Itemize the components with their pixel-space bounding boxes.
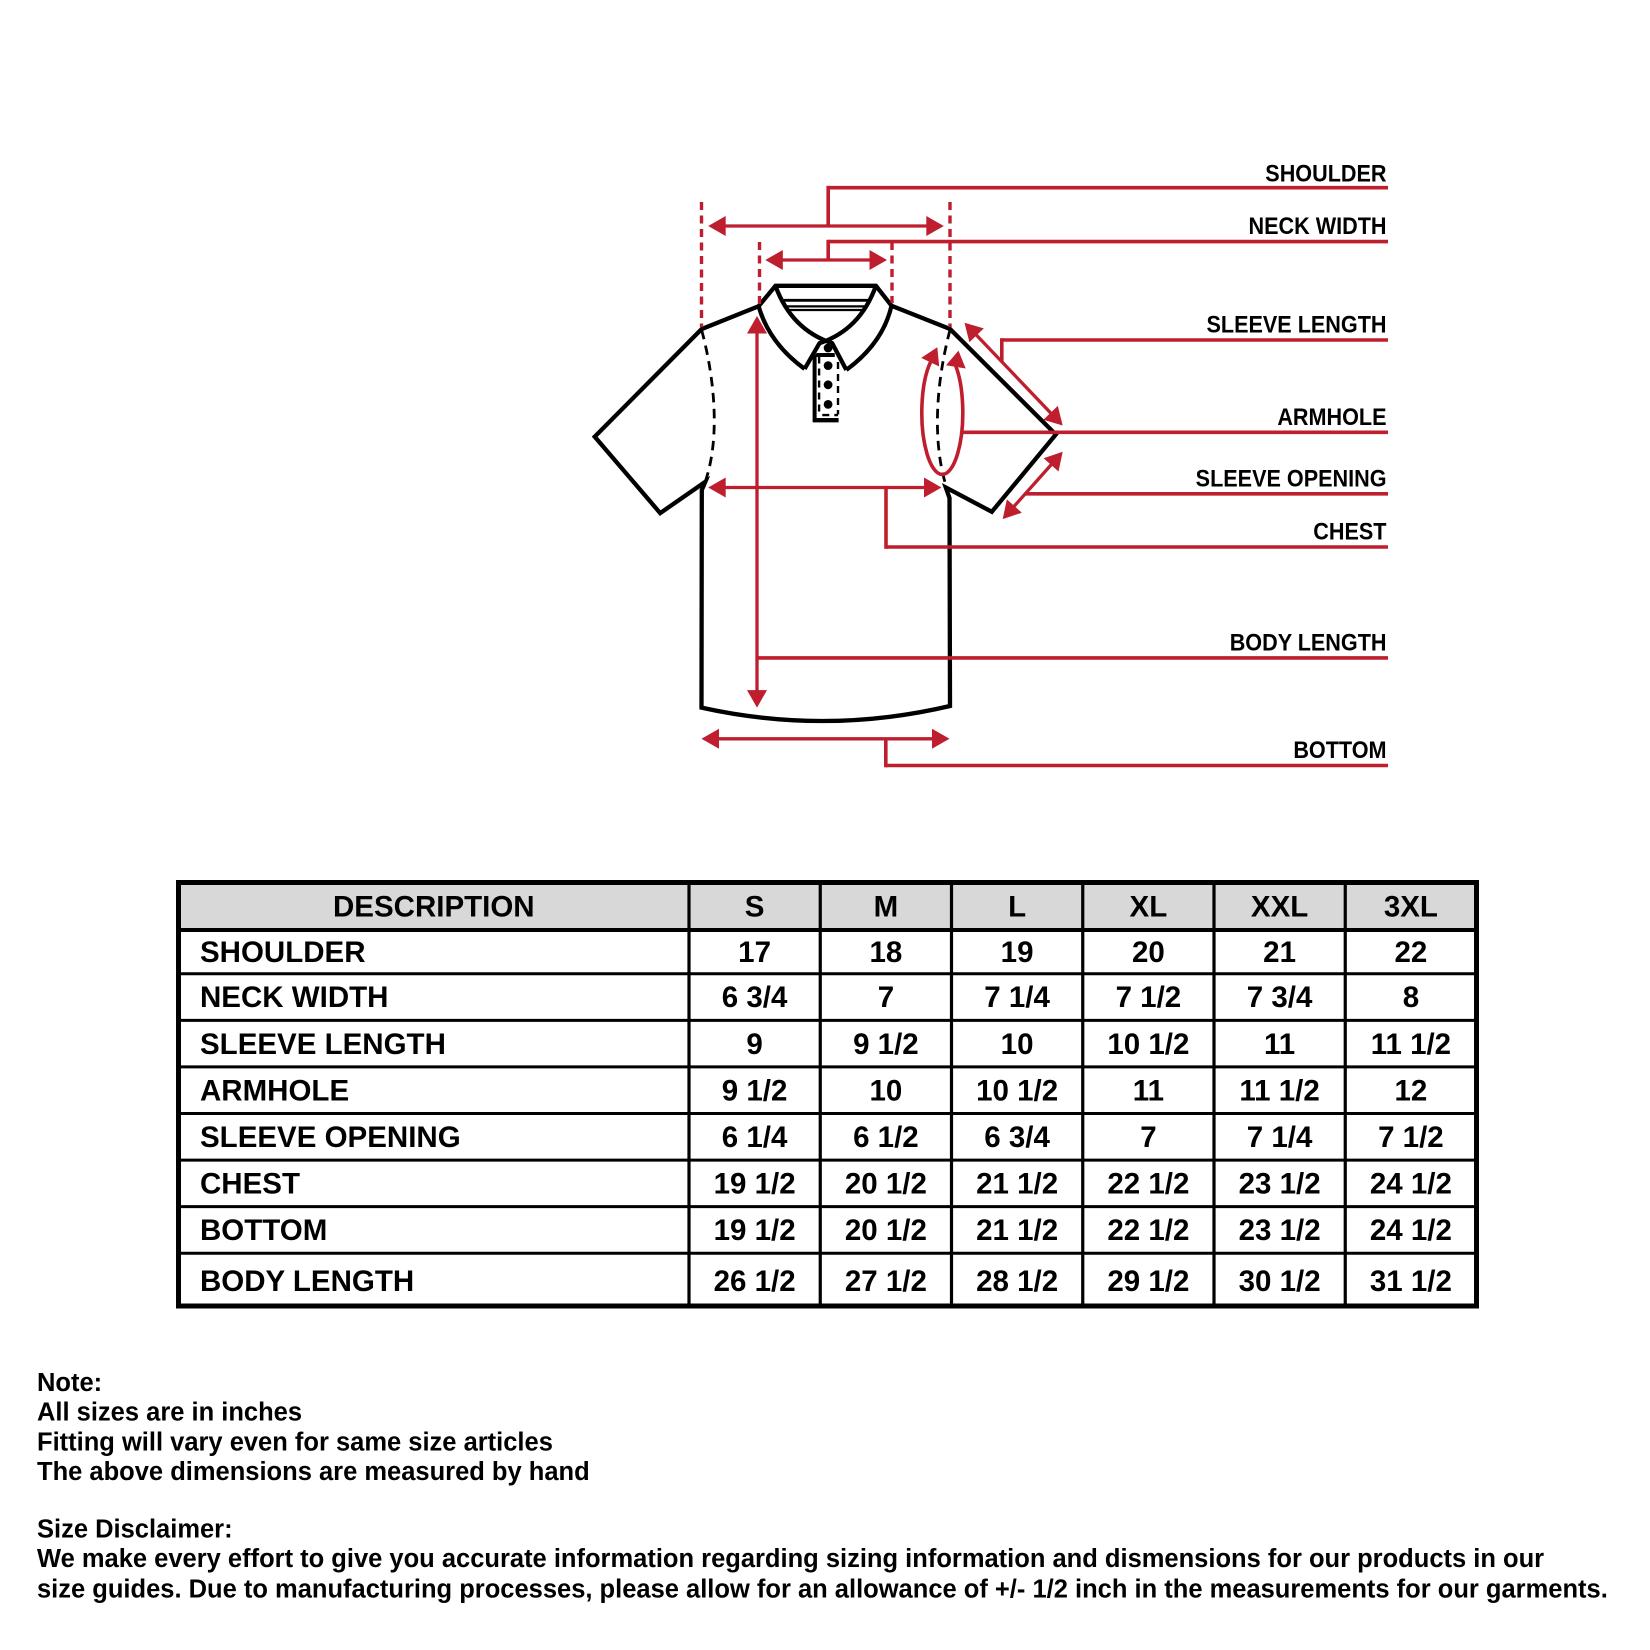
svg-text:29 1/2: 29 1/2 [1107,1265,1189,1298]
svg-text:21 1/2: 21 1/2 [976,1214,1058,1247]
svg-text:XL: XL [1130,890,1168,923]
svg-text:21: 21 [1263,936,1296,969]
svg-text:10 1/2: 10 1/2 [1107,1028,1189,1061]
svg-text:6 3/4: 6 3/4 [984,1121,1050,1154]
svg-text:L: L [1008,890,1026,923]
svg-text:SLEEVE OPENING: SLEEVE OPENING [200,1121,461,1154]
svg-text:11: 11 [1133,1074,1164,1107]
svg-text:17: 17 [738,936,771,969]
svg-text:9: 9 [746,1028,762,1061]
svg-text:7: 7 [878,981,894,1014]
svg-text:3XL: 3XL [1384,890,1438,923]
svg-text:8: 8 [1403,981,1419,1014]
svg-text:Note:: Note: [37,1369,102,1397]
svg-text:size guides. Due to manufactur: size guides. Due to manufacturing proces… [37,1575,1608,1603]
svg-text:11 1/2: 11 1/2 [1371,1028,1451,1061]
svg-text:11 1/2: 11 1/2 [1239,1074,1319,1107]
svg-text:6 1/4: 6 1/4 [722,1121,788,1154]
svg-text:The above dimensions are measu: The above dimensions are measured by han… [37,1458,590,1486]
svg-text:M: M [874,890,899,923]
svg-text:20: 20 [1132,936,1165,969]
svg-text:31 1/2: 31 1/2 [1370,1265,1452,1298]
svg-text:All sizes are in inches: All sizes are in inches [37,1399,302,1427]
svg-text:10 1/2: 10 1/2 [976,1074,1058,1107]
svg-text:7 1/2: 7 1/2 [1378,1121,1444,1154]
svg-text:19: 19 [1001,936,1034,969]
svg-text:19 1/2: 19 1/2 [714,1214,796,1247]
svg-text:ARMHOLE: ARMHOLE [1277,403,1386,430]
svg-text:20 1/2: 20 1/2 [845,1168,927,1201]
svg-text:20 1/2: 20 1/2 [845,1214,927,1247]
svg-text:XXL: XXL [1251,890,1308,923]
svg-text:21 1/2: 21 1/2 [976,1168,1058,1201]
svg-text:SLEEVE LENGTH: SLEEVE LENGTH [1206,310,1386,337]
svg-text:30 1/2: 30 1/2 [1239,1265,1321,1298]
svg-text:26 1/2: 26 1/2 [714,1265,796,1298]
svg-text:SLEEVE OPENING: SLEEVE OPENING [1196,464,1387,491]
svg-text:28 1/2: 28 1/2 [976,1265,1058,1298]
svg-text:10: 10 [1001,1028,1034,1061]
svg-text:18: 18 [869,936,902,969]
svg-text:7 1/4: 7 1/4 [984,981,1050,1014]
svg-text:7 3/4: 7 3/4 [1247,981,1313,1014]
svg-text:BOTTOM: BOTTOM [1293,736,1386,763]
svg-text:ARMHOLE: ARMHOLE [200,1074,349,1107]
svg-text:6 3/4: 6 3/4 [722,981,788,1014]
svg-text:S: S [745,890,765,923]
svg-text:SHOULDER: SHOULDER [1265,159,1387,186]
svg-text:27 1/2: 27 1/2 [845,1265,927,1298]
svg-text:Fitting will vary even for sam: Fitting will vary even for same size art… [37,1428,553,1456]
svg-text:Size Disclaimer:: Size Disclaimer: [37,1516,233,1544]
svg-text:BOTTOM: BOTTOM [200,1214,327,1247]
svg-text:BODY LENGTH: BODY LENGTH [200,1265,414,1298]
svg-text:SLEEVE LENGTH: SLEEVE LENGTH [200,1028,446,1061]
svg-text:23 1/2: 23 1/2 [1239,1214,1321,1247]
svg-text:7 1/4: 7 1/4 [1247,1121,1313,1154]
svg-text:BODY LENGTH: BODY LENGTH [1230,628,1387,655]
svg-text:DESCRIPTION: DESCRIPTION [333,890,535,923]
svg-text:12: 12 [1394,1074,1427,1107]
svg-text:CHEST: CHEST [1313,517,1386,544]
svg-text:We make every effort to give y: We make every effort to give you accurat… [37,1545,1544,1573]
svg-text:11: 11 [1264,1028,1295,1061]
svg-text:6 1/2: 6 1/2 [853,1121,919,1154]
svg-text:24 1/2: 24 1/2 [1370,1168,1452,1201]
svg-text:NECK WIDTH: NECK WIDTH [200,981,388,1014]
svg-text:22 1/2: 22 1/2 [1107,1168,1189,1201]
svg-text:7 1/2: 7 1/2 [1116,981,1182,1014]
svg-text:9 1/2: 9 1/2 [853,1028,919,1061]
svg-text:19 1/2: 19 1/2 [714,1168,796,1201]
svg-text:24 1/2: 24 1/2 [1370,1214,1452,1247]
svg-text:23 1/2: 23 1/2 [1239,1168,1321,1201]
svg-text:7: 7 [1140,1121,1156,1154]
svg-text:SHOULDER: SHOULDER [200,936,366,969]
svg-text:10: 10 [869,1074,902,1107]
svg-text:NECK WIDTH: NECK WIDTH [1249,212,1387,239]
svg-text:22: 22 [1394,936,1427,969]
svg-text:CHEST: CHEST [200,1168,300,1201]
svg-text:22 1/2: 22 1/2 [1107,1214,1189,1247]
svg-text:9 1/2: 9 1/2 [722,1074,788,1107]
